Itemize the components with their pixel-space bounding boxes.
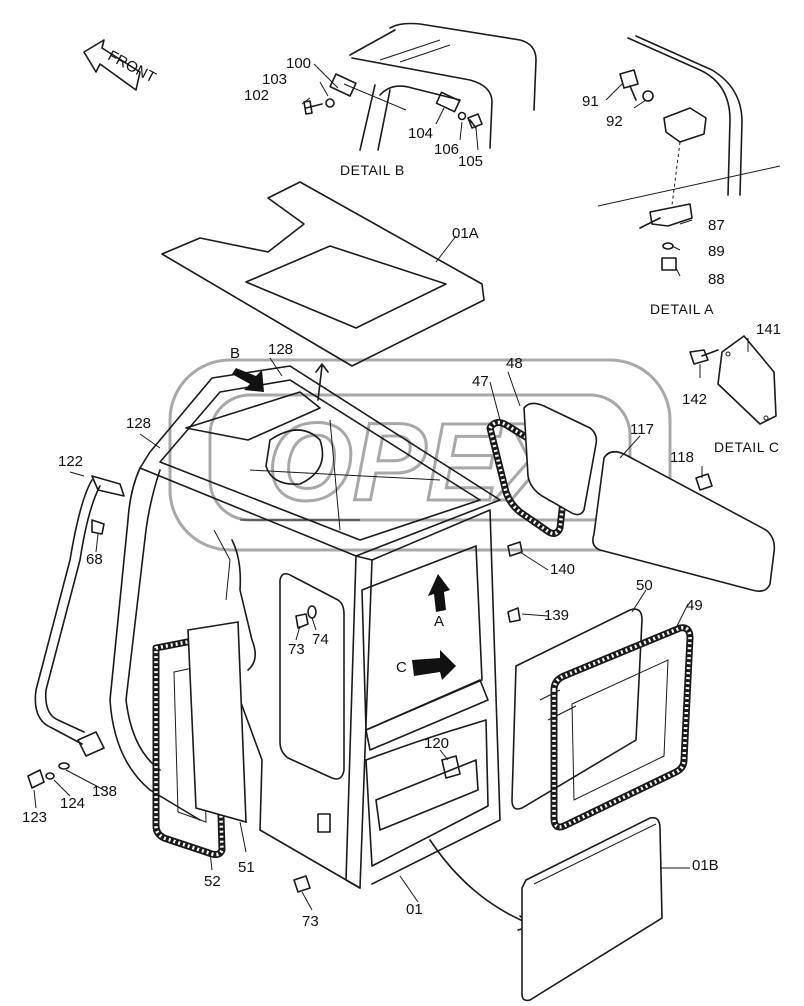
label-117: 117: [630, 421, 654, 438]
front-label: FRONT: [105, 47, 159, 86]
label-105: 105: [458, 153, 483, 170]
leader-lines: [33, 63, 749, 911]
label-128-top: 128: [268, 341, 293, 358]
label-103: 103: [262, 71, 287, 88]
label-47: 47: [472, 373, 489, 390]
label-138: 138: [92, 783, 117, 800]
label-124: 124: [60, 795, 85, 812]
view-arrow-a-label: A: [434, 613, 444, 630]
label-141: 141: [756, 321, 781, 338]
label-92: 92: [606, 113, 623, 130]
label-140: 140: [550, 561, 575, 578]
roof-panel: [161, 181, 485, 367]
label-74: 74: [312, 631, 329, 648]
label-73-upper: 73: [288, 641, 305, 658]
label-128-left: 128: [126, 415, 151, 432]
label-123: 123: [22, 809, 47, 826]
view-arrow-b-label: B: [230, 345, 240, 362]
window-117-glass: [592, 450, 776, 592]
view-arrow-c-label: C: [396, 659, 407, 676]
label-142: 142: [682, 391, 707, 408]
window-51-glass: [187, 621, 247, 824]
window-48-glass: [523, 402, 598, 516]
panel-01b: [521, 816, 663, 1002]
detail-a-caption: DETAIL A: [650, 301, 714, 317]
label-73-lower: 73: [302, 913, 319, 930]
window-49-seal: [550, 624, 694, 831]
label-01a: 01A: [452, 225, 479, 242]
label-91: 91: [582, 93, 599, 110]
cab-frame: [109, 363, 533, 931]
detail-b: DETAIL B: [303, 22, 537, 178]
label-01: 01: [406, 901, 423, 918]
label-89: 89: [708, 243, 725, 260]
detail-b-caption: DETAIL B: [340, 162, 405, 178]
part-labels: 100 103 102 104 106 105 91 92 87 89 88 0…: [22, 55, 781, 930]
label-102: 102: [244, 87, 269, 104]
detail-c: DETAIL C: [689, 335, 779, 455]
view-arrows: B A C: [230, 345, 456, 680]
label-100: 100: [286, 55, 311, 72]
label-106: 106: [434, 141, 459, 158]
label-49: 49: [686, 597, 703, 614]
label-104: 104: [408, 125, 433, 142]
label-48: 48: [506, 355, 523, 372]
label-139: 139: [544, 607, 569, 624]
label-122: 122: [58, 453, 83, 470]
label-51: 51: [238, 859, 255, 876]
label-88: 88: [708, 271, 725, 288]
window-50-glass: [511, 608, 643, 810]
label-50: 50: [636, 577, 653, 594]
label-01b: 01B: [692, 857, 719, 874]
front-arrow: FRONT: [83, 39, 159, 91]
window-47-seal: [486, 419, 570, 537]
label-68: 68: [86, 551, 103, 568]
handrail: [34, 475, 125, 757]
detail-c-caption: DETAIL C: [714, 439, 779, 455]
label-52: 52: [204, 873, 221, 890]
label-118: 118: [670, 449, 694, 466]
label-120: 120: [424, 735, 449, 752]
detail-a: DETAIL A: [597, 35, 781, 317]
label-87: 87: [708, 217, 725, 234]
